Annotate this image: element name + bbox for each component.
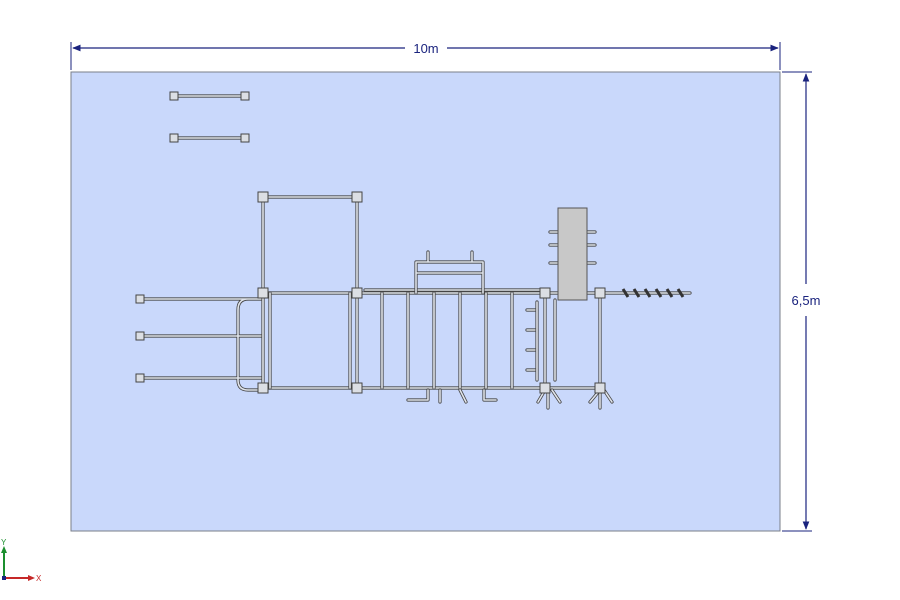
joint-clamps xyxy=(257,191,606,394)
play-area xyxy=(70,71,781,532)
height-dimension: 6,5m xyxy=(782,71,821,532)
ladder-rungs xyxy=(363,288,542,390)
axis-indicator: Y X xyxy=(1,538,42,583)
width-label: 10m xyxy=(413,41,438,56)
coil-arm xyxy=(598,288,692,298)
loose-bar-1 xyxy=(169,91,250,101)
playground-structure xyxy=(135,91,692,410)
left-arms xyxy=(135,294,264,392)
top-platform xyxy=(414,250,485,295)
width-dimension: 10m xyxy=(70,41,781,70)
loose-bar-2 xyxy=(169,133,250,143)
bottom-hooks xyxy=(406,388,498,404)
y-axis-label: Y xyxy=(1,538,7,547)
x-axis-label: X xyxy=(36,574,42,583)
panel-wall xyxy=(548,207,597,301)
height-label: 6,5m xyxy=(792,293,821,308)
